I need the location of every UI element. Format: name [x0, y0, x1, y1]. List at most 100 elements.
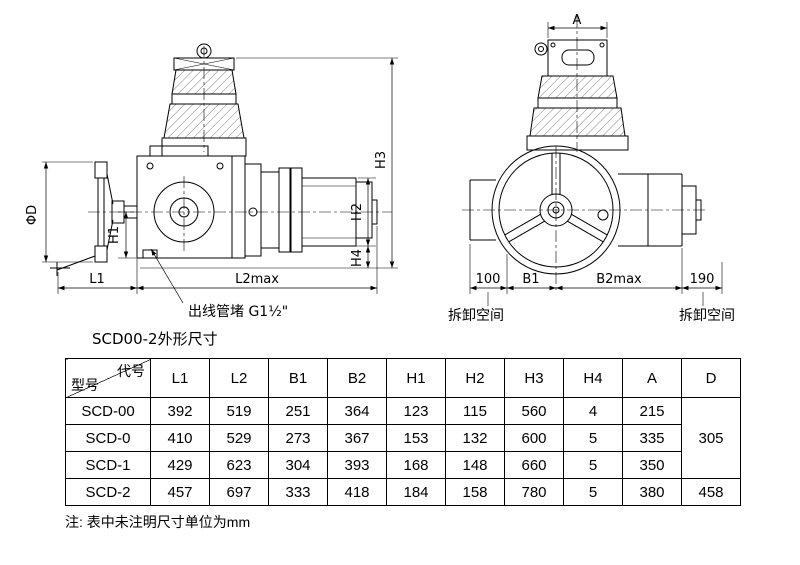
value-cell: 335 — [622, 424, 682, 452]
table-row-scd2: SCD-2 457 697 333 418 184 158 780 5 380 … — [65, 478, 741, 506]
value-cell: 5 — [563, 478, 623, 506]
output-shaft-assembly — [244, 163, 378, 257]
value-cell: 148 — [445, 451, 505, 479]
value-cell: 380 — [622, 478, 682, 506]
value-cell: 560 — [504, 397, 564, 425]
dim-label-h2: H2 — [350, 203, 365, 221]
col-header-h3: H3 — [504, 358, 564, 398]
h1-dimension: H1 — [107, 211, 136, 259]
value-cell: 5 — [563, 451, 623, 479]
bottom-dimensions: 100 B1 B2max 190 — [469, 244, 723, 294]
value-cell: 660 — [504, 451, 564, 479]
drawing-caption: SCD00-2外形尺寸 — [92, 330, 218, 348]
col-header-h1: H1 — [386, 358, 446, 398]
value-cell: 600 — [504, 424, 564, 452]
table-header-row: 代号 型号 L1 L2 B1 B2 H1 H2 H3 H4 A D — [65, 358, 741, 398]
technical-drawing: ΦD — [25, 13, 735, 348]
motor-assembly-side — [161, 43, 247, 157]
disassembly-space-left: 拆卸空间 — [448, 292, 504, 324]
value-cell: 392 — [150, 397, 210, 425]
col-header-h4: H4 — [563, 358, 623, 398]
table-corner-cell: 代号 型号 — [65, 358, 151, 398]
value-cell: 350 — [622, 451, 682, 479]
lifting-eye-icon — [534, 42, 548, 56]
h2-dimension: H2 — [350, 177, 376, 246]
housing-plug — [597, 209, 609, 221]
motor-assembly-front — [526, 75, 629, 151]
col-header-l1: L1 — [150, 358, 210, 398]
value-cell: 4 — [563, 397, 623, 425]
dim-label-l2max: L2max — [235, 272, 279, 287]
l1-dimension: L1 — [57, 258, 138, 294]
h3-dimension: H3 — [140, 57, 398, 269]
disassembly-space-right: 拆卸空间 — [679, 292, 735, 324]
value-cell: 158 — [445, 478, 505, 506]
col-header-a: A — [622, 358, 682, 398]
cable-gland-callout: 出线管堵 G1½" — [150, 248, 288, 320]
value-cell: 429 — [150, 451, 210, 479]
table-row-scd00: SCD-00 392 519 251 364 123 115 560 4 215… — [65, 397, 741, 479]
value-cell: 153 — [386, 424, 446, 452]
model-cell: SCD-00 — [65, 397, 151, 425]
dim-label-h4: H4 — [350, 249, 365, 267]
value-cell: 132 — [445, 424, 505, 452]
dim-label-b1: B1 — [522, 272, 539, 287]
value-cell: 304 — [268, 451, 328, 479]
value-cell: 367 — [327, 424, 387, 452]
l2max-dimension: L2max — [137, 226, 378, 294]
lifting-eye-icon — [196, 43, 212, 59]
value-cell: 115 — [445, 397, 505, 425]
d-merged-cell: 305 — [681, 397, 741, 479]
value-cell: 273 — [268, 424, 328, 452]
corner-label-code: 代号 — [117, 363, 145, 379]
value-cell: 333 — [268, 478, 328, 506]
model-cell: SCD-0 — [65, 424, 151, 452]
table-row-scd1: SCD-1 429 623 304 393 168 148 660 5 350 — [65, 451, 741, 479]
dim-label-b2max: B2max — [596, 272, 642, 287]
handwheel-side-view — [50, 161, 137, 276]
col-header-h2: H2 — [445, 358, 505, 398]
value-cell: 519 — [209, 397, 269, 425]
col-header-b1: B1 — [268, 358, 328, 398]
dimension-table: 代号 型号 L1 L2 B1 B2 H1 H2 H3 H4 A D SCD-00… — [65, 358, 741, 506]
callout-label: 出线管堵 G1½" — [188, 304, 288, 320]
value-cell: 251 — [268, 397, 328, 425]
table-row-scd0: SCD-0 410 529 273 367 153 132 600 5 335 — [65, 424, 741, 452]
centerlines — [462, 16, 708, 292]
value-cell: 5 — [563, 424, 623, 452]
terminal-box — [534, 39, 608, 77]
model-cell: SCD-2 — [65, 478, 151, 506]
dim-label-h1: H1 — [107, 226, 122, 244]
housing-front — [469, 173, 702, 247]
left-view: ΦD — [25, 43, 398, 348]
handwheel-spokes — [504, 153, 608, 243]
value-cell: 215 — [622, 397, 682, 425]
value-cell: 623 — [209, 451, 269, 479]
value-cell: 410 — [150, 424, 210, 452]
value-cell: 697 — [209, 478, 269, 506]
value-cell: 457 — [150, 478, 210, 506]
d-scd2-cell: 458 — [681, 478, 741, 506]
value-cell: 393 — [327, 451, 387, 479]
value-cell: 184 — [386, 478, 446, 506]
dim-label-phi-d: ΦD — [25, 205, 40, 225]
handwheel-front-view — [491, 145, 621, 275]
value-cell: 364 — [327, 397, 387, 425]
corner-label-model: 型号 — [71, 377, 99, 393]
col-header-d: D — [681, 358, 741, 398]
dim-label-190: 190 — [690, 272, 715, 287]
value-cell: 529 — [209, 424, 269, 452]
table-note: 注: 表中未注明尺寸单位为mm — [65, 514, 251, 530]
h4-dimension: H4 — [350, 245, 376, 268]
gearbox-housing — [136, 145, 246, 259]
space-label-left: 拆卸空间 — [448, 308, 504, 324]
dim-label-100: 100 — [476, 272, 501, 287]
a-dimension: A — [547, 13, 608, 38]
cable-gland — [142, 249, 158, 259]
phi-d-dimension: ΦD — [25, 161, 93, 263]
col-header-l2: L2 — [209, 358, 269, 398]
dim-label-l1: L1 — [89, 272, 105, 287]
dim-label-a: A — [573, 13, 582, 28]
model-cell: SCD-1 — [65, 451, 151, 479]
